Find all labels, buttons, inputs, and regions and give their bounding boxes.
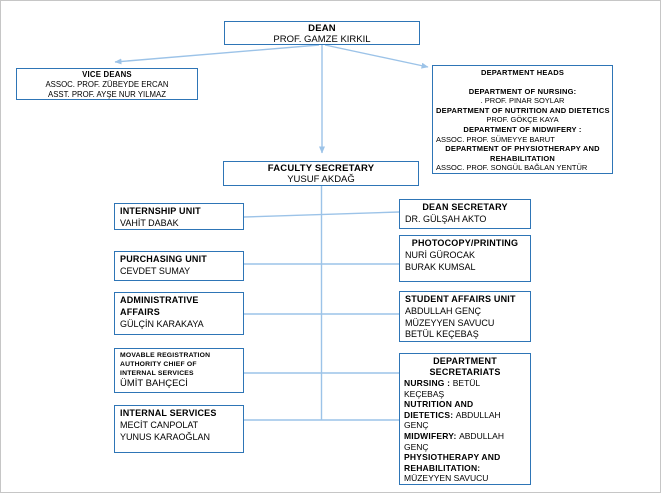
internal-services-box: INTERNAL SERVICES MECİT CANPOLAT YUNUS K… [114, 405, 244, 453]
purchasing-unit-box: PURCHASING UNIT CEVDET SUMAY [114, 251, 244, 281]
internship-unit-title: INTERNSHIP UNIT [120, 206, 201, 216]
dept-heads-line: ASSOC. PROF. SÜMEYYE BARUT [436, 134, 555, 144]
dean-secretary-member: DR. GÜLŞAH AKTO [405, 213, 487, 224]
internal-services-member: YUNUS KARAOĞLAN [120, 431, 211, 442]
vice-dean-member: ASST. PROF. AYŞE NUR YILMAZ [48, 90, 166, 100]
faculty-secretary-name: YUSUF AKDAĞ [287, 174, 355, 185]
administrative-affairs-box: ADMINISTRATIVE AFFAIRS GÜLÇİN KARAKAYA [114, 292, 244, 335]
student-affairs-member: MÜZEYYEN SAVUCU [405, 317, 495, 328]
dept-sec-row: DIETETICS: ABDULLAH [404, 409, 501, 420]
dept-sec-row: PHYSIOTHERAPY AND [404, 452, 501, 463]
movable-registration-title: AUTHORITY CHIEF OF [120, 361, 197, 368]
dept-sec-row: NUTRITION AND [404, 399, 474, 410]
dept-heads-line: . PROF. PINAR SOYLAR [480, 96, 565, 106]
dept-sec-row: NURSING : BETÜL [404, 378, 481, 388]
student-affairs-unit-title: STUDENT AFFAIRS UNIT [405, 294, 516, 304]
movable-registration-box: MOVABLE REGISTRATION AUTHORITY CHIEF OF … [114, 348, 244, 393]
administrative-affairs-member: GÜLÇİN KARAKAYA [120, 318, 204, 329]
vice-deans-title: VICE DEANS [82, 70, 132, 79]
dean-secretary-box: DEAN SECRETARY DR. GÜLŞAH AKTO [399, 199, 531, 229]
photocopy-printing-title: PHOTOCOPY/PRINTING [411, 238, 519, 248]
dean-secretary-title: DEAN SECRETARY [422, 202, 508, 212]
administrative-affairs-title: ADMINISTRATIVE [120, 295, 199, 305]
connector-internship-dean-secretary [243, 211, 400, 218]
dept-heads-line: DEPARTMENT OF PHYSIOTHERAPY AND [445, 144, 600, 154]
photocopy-printing-box: PHOTOCOPY/PRINTING NURİ GÜROCAK BURAK KU… [399, 235, 531, 282]
dept-heads-line: PROF. GÖKÇE KAYA [486, 115, 559, 125]
purchasing-unit-title: PURCHASING UNIT [120, 254, 208, 264]
spacer [436, 78, 609, 87]
purchasing-unit-member: CEVDET SUMAY [120, 265, 191, 276]
vice-deans-box: VICE DEANS ASSOC. PROF. ZÜBEYDE ERCAN AS… [16, 68, 198, 100]
dept-sec-row: GENÇ [404, 441, 429, 452]
connector-dean-vice-deans [114, 44, 320, 65]
connector-dean-department-heads [324, 44, 429, 69]
vice-dean-member: ASSOC. PROF. ZÜBEYDE ERCAN [45, 80, 169, 90]
dept-heads-line: DEPARTMENT OF MIDWIFERY : [463, 124, 582, 134]
dept-heads-line: DEPARTMENT OF NUTRITION AND DIETETICS : [436, 105, 613, 115]
student-affairs-member: ABDULLAH GENÇ [405, 305, 482, 316]
dept-heads-line: REHABILITATION [489, 153, 555, 163]
student-affairs-member: BETÜL KEÇEBAŞ [405, 329, 479, 340]
dept-heads-line: ASSOC. PROF. SONGÜL BAĞLAN YENTÜR [436, 163, 588, 173]
faculty-secretary-title: FACULTY SECRETARY [267, 163, 375, 174]
dept-sec-row: GENÇ [404, 420, 429, 431]
dept-sec-row: REHABILITATION: [404, 462, 481, 473]
internship-unit-box: INTERNSHIP UNIT VAHİT DABAK [114, 203, 244, 230]
movable-registration-title: INTERNAL SERVICES [120, 370, 194, 377]
dean-name: PROF. GAMZE KIRKIL [273, 34, 371, 45]
movable-registration-member: ÜMİT BAHÇECİ [120, 378, 188, 389]
dept-heads-line: DEPARTMENT OF NURSING: [468, 86, 577, 96]
department-secretariats-box: DEPARTMENT SECRETARIATS NURSING : BETÜL … [399, 353, 531, 485]
dean-title: DEAN [308, 23, 336, 34]
internal-services-title: INTERNAL SERVICES [120, 408, 217, 418]
internal-services-member: MECİT CANPOLAT [120, 419, 199, 430]
dean-box: DEAN PROF. GAMZE KIRKIL [224, 21, 420, 45]
internship-unit-member: VAHİT DABAK [120, 217, 179, 228]
dept-sec-row: KEÇEBAŞ [404, 388, 445, 399]
department-heads-title: DEPARTMENT HEADS [480, 68, 565, 77]
administrative-affairs-title: AFFAIRS [120, 306, 160, 317]
dept-sec-row: MIDWIFERY: ABDULLAH [404, 430, 504, 441]
department-secretariats-title: SECRETARIATS [429, 367, 501, 377]
dept-sec-row: MÜZEYYEN SAVUCU [404, 473, 489, 484]
photocopy-printing-member: NURİ GÜROCAK [405, 249, 476, 260]
photocopy-printing-member: BURAK KUMSAL [405, 261, 476, 272]
student-affairs-unit-box: STUDENT AFFAIRS UNIT ABDULLAH GENÇ MÜZEY… [399, 291, 531, 342]
department-secretariats-title: DEPARTMENT [433, 356, 497, 366]
department-heads-box: DEPARTMENT HEADS DEPARTMENT OF NURSING: … [432, 65, 613, 174]
movable-registration-title: MOVABLE REGISTRATION [120, 352, 211, 359]
faculty-secretary-box: FACULTY SECRETARY YUSUF AKDAĞ [223, 161, 419, 186]
